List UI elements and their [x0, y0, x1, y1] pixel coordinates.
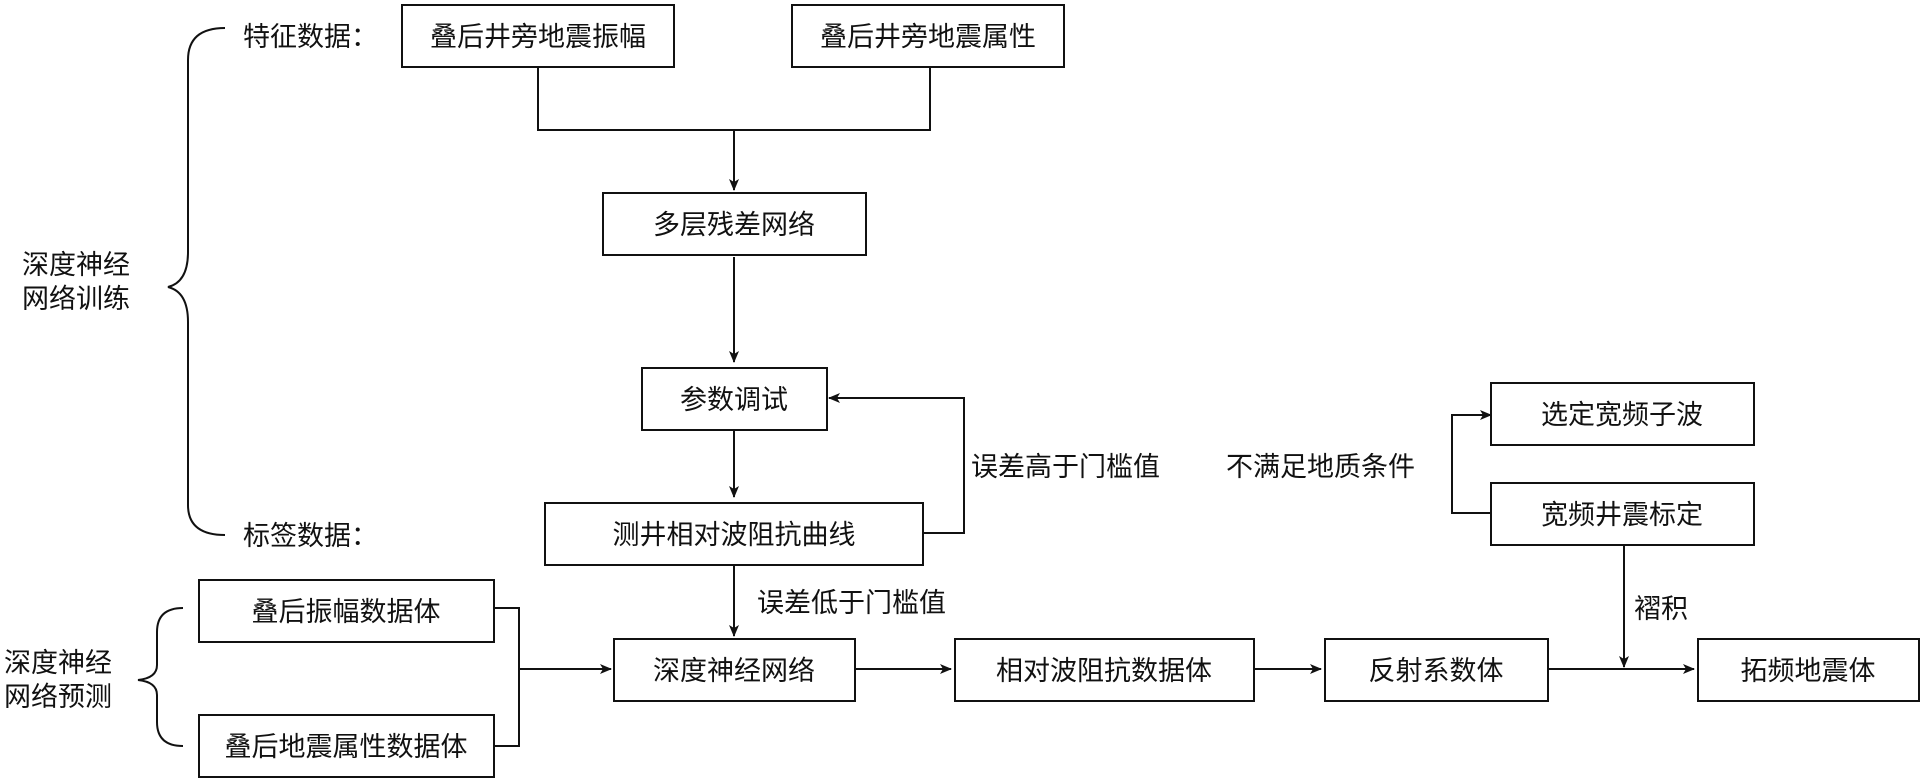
- arrow-calibration-to-wavelet: [1451, 410, 1492, 514]
- calibration-box: [1490, 482, 1755, 546]
- resnet-box: [602, 192, 867, 256]
- dnn-text: 深度神经网络: [653, 656, 815, 687]
- extended-volume-box: [1697, 638, 1920, 702]
- amplitude-volume-text: 叠后振幅数据体: [252, 597, 441, 628]
- resnet-text: 多层残差网络: [653, 210, 815, 241]
- reflection-volume-text: 反射系数体: [1369, 656, 1504, 687]
- training-phase-label-line1: 深度神经: [22, 250, 130, 281]
- label-data-label: 标签数据：: [243, 521, 378, 552]
- feedback-loop-arrow: [828, 393, 965, 534]
- prediction-brace: [137, 607, 184, 747]
- error-low-label: 误差低于门槛值: [757, 588, 946, 619]
- reflection-volume-box: [1324, 638, 1549, 702]
- prediction-phase-label-line2: 网络预测: [4, 682, 112, 713]
- param-tune-text: 参数调试: [680, 385, 788, 416]
- prediction-phase-label-line1: 深度神经: [4, 648, 112, 679]
- attribute-volume-box: [198, 714, 495, 778]
- feature-merge-line: [537, 67, 931, 131]
- error-high-label: 误差高于门槛值: [971, 452, 1160, 483]
- feature-data-label: 特征数据：: [243, 22, 378, 53]
- stack-attribute-text: 叠后井旁地震属性: [820, 22, 1036, 53]
- extended-volume-text: 拓频地震体: [1741, 656, 1876, 687]
- calibration-text: 宽频井震标定: [1541, 500, 1703, 531]
- wavelet-box: [1490, 382, 1755, 446]
- stack-amplitude-box: [401, 4, 675, 68]
- relative-impedance-volume-text: 相对波阻抗数据体: [996, 656, 1212, 687]
- well-curve-text: 测井相对波阻抗曲线: [613, 520, 856, 551]
- not-geologic-label: 不满足地质条件: [1226, 452, 1415, 483]
- dnn-box: [613, 638, 856, 702]
- training-brace: [167, 27, 226, 536]
- training-phase-label-line2: 网络训练: [22, 284, 130, 315]
- relative-impedance-volume-box: [954, 638, 1255, 702]
- well-curve-box: [544, 502, 924, 566]
- attribute-volume-text: 叠后地震属性数据体: [225, 732, 468, 763]
- stack-amplitude-text: 叠后井旁地震振幅: [430, 22, 646, 53]
- stack-attribute-box: [791, 4, 1065, 68]
- amplitude-volume-box: [198, 579, 495, 643]
- wavelet-text: 选定宽频子波: [1541, 400, 1703, 431]
- convolution-label: 褶积: [1634, 594, 1688, 625]
- param-tune-box: [641, 367, 828, 431]
- input-merge-line: [494, 607, 520, 747]
